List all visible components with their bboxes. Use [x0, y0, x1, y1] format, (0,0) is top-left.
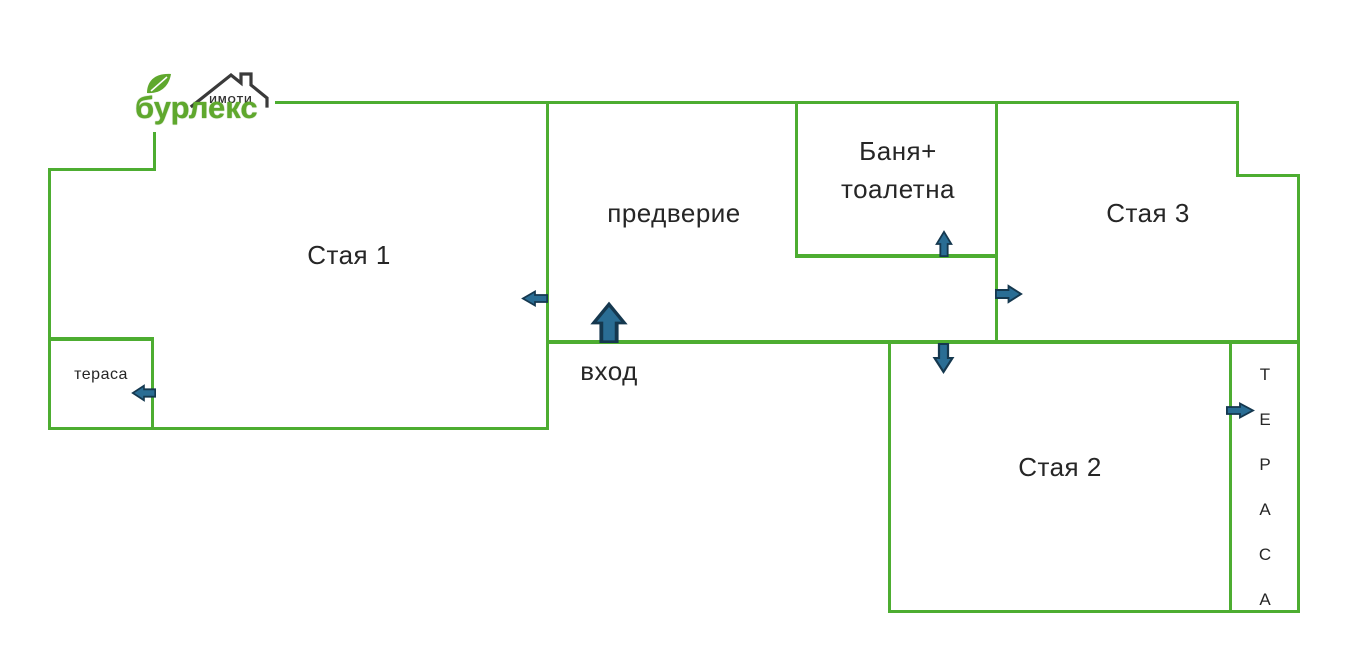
terrace-right-letter: А	[1259, 500, 1271, 519]
room2-label: Стая 2	[1018, 452, 1102, 482]
wall-mid-horizontal	[546, 340, 1300, 344]
terrace-right-letter: А	[1259, 590, 1271, 609]
wall-step-top	[48, 168, 156, 171]
logo-brand-text: бурлекс	[135, 90, 258, 125]
logo-burleks: ИМОТИ бурлекс	[133, 68, 275, 132]
terrace-small-door-arrow-icon	[131, 384, 156, 402]
wall-room2-left	[888, 340, 891, 613]
room2-door-arrow-icon	[932, 343, 955, 375]
wall-notch-horizontal	[1236, 174, 1300, 177]
bathroom-label-line2: тоалетна	[840, 174, 956, 204]
room1-label: Стая 1	[307, 240, 391, 270]
bathroom-label-line1: Баня+	[859, 136, 937, 166]
wall-room1-right	[546, 101, 549, 430]
wall-room1-bottom	[48, 427, 549, 430]
terrace-right-door-arrow-icon	[1226, 401, 1255, 420]
wall-left	[48, 168, 51, 430]
hallway-label: предверие	[607, 198, 741, 228]
terrace-right-letter: С	[1258, 545, 1272, 564]
logo-tagline: ИМОТИ	[209, 94, 252, 106]
terrace-right-letter: Р	[1259, 455, 1271, 474]
wall-bottom	[888, 610, 1300, 613]
wall-bath-left	[795, 101, 798, 258]
entrance-label: вход	[580, 356, 638, 386]
wall-terrace2-left	[1229, 340, 1232, 613]
wall-bath-right	[995, 101, 998, 344]
room3-door-arrow-icon	[995, 284, 1023, 304]
room1-door-arrow-icon	[521, 289, 548, 308]
logo-leaf-icon	[147, 73, 171, 94]
wall-top	[153, 101, 1239, 104]
terrace-right-letter: Т	[1259, 365, 1271, 384]
wall-bath-bottom	[795, 254, 998, 258]
room3-label: Стая 3	[1106, 198, 1190, 228]
terrace-right-label: Т Е Р А С А	[1232, 352, 1298, 622]
terrace-right-letter: Е	[1259, 410, 1271, 429]
terrace-small-label: тераса	[74, 366, 128, 383]
wall-terrace1-top	[48, 337, 154, 341]
bathroom-door-arrow-icon	[935, 230, 953, 257]
wall-terrace1-right	[151, 337, 154, 430]
wall-right	[1297, 174, 1300, 613]
logo-house-icon: ИМОТИ	[189, 72, 269, 109]
entrance-arrow-icon	[590, 301, 628, 343]
wall-notch-vertical	[1236, 101, 1239, 177]
wall-left-upper	[153, 101, 156, 171]
